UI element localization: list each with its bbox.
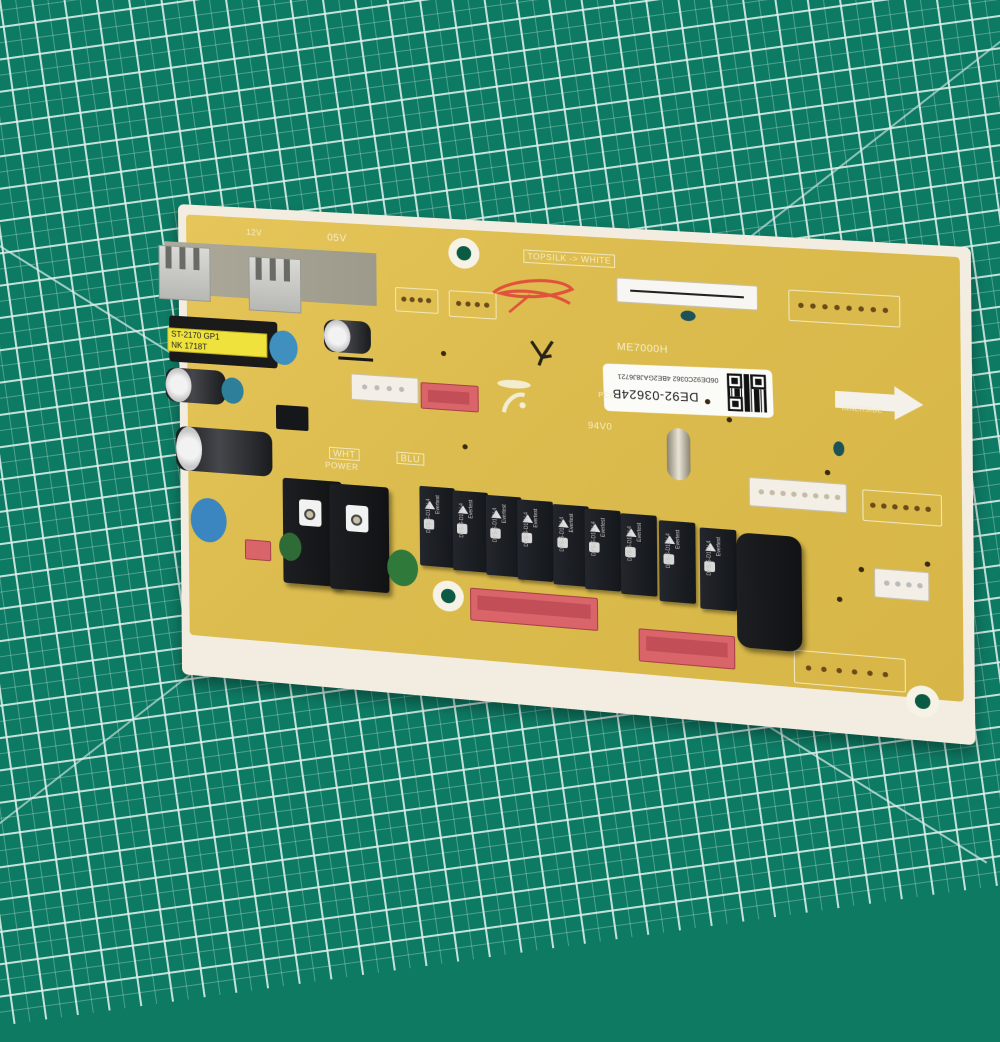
serial-number: 06DE92C0362 4BE2GAJ8J6721 <box>617 372 719 384</box>
connector-footprint-6pin <box>793 649 906 693</box>
connector-footprint <box>395 286 439 314</box>
connector-red <box>420 382 479 413</box>
mounting-hole <box>448 237 480 270</box>
qr-code-icon <box>726 373 768 413</box>
silk-05v: 05V <box>327 232 347 245</box>
silk-blu: BLU <box>396 451 425 466</box>
connector-red-5pin <box>638 628 736 670</box>
electrolytic-capacitor-large <box>175 425 273 477</box>
large-relay <box>736 532 803 653</box>
ceramic-capacitor <box>221 376 244 405</box>
connector-red-small <box>244 539 272 562</box>
circuit-board: 12V 05V TOPSILK -> WHITE ME7000H ST-2170… <box>158 204 976 746</box>
ic-chip <box>275 404 309 432</box>
part-number: DE92-03624B <box>611 386 699 405</box>
jumper-wire <box>338 356 374 362</box>
silk-rating: 94V0 <box>587 420 613 433</box>
electrolytic-capacitor <box>323 319 372 355</box>
connector-footprint-6pin <box>862 489 943 527</box>
power-relay <box>329 483 390 594</box>
silk-pcb: PCB <box>598 391 616 401</box>
direction-arrow-icon <box>834 382 924 422</box>
varistor <box>387 548 419 588</box>
ribbon-connector <box>616 277 759 311</box>
pcb-surface: 12V 05V TOPSILK -> WHITE ME7000H ST-2170… <box>158 214 964 719</box>
connector-footprint-8pin <box>788 289 901 328</box>
brand-logo-icon <box>493 378 535 419</box>
marker-scribble <box>488 272 583 319</box>
silk-model: ME7000H <box>616 341 669 357</box>
connector-4pin-white <box>350 373 419 405</box>
electrolytic-capacitor <box>165 367 226 406</box>
ink-spot <box>680 310 696 322</box>
silk-power: POWER <box>325 460 359 473</box>
heatsink <box>158 244 211 302</box>
mounting-hole <box>432 579 464 613</box>
ink-spot <box>833 441 845 457</box>
silk-12v: 12V <box>246 227 263 238</box>
silk-wht: WHT <box>328 446 360 462</box>
connector-8pin-white <box>748 476 848 514</box>
mounting-hole <box>905 684 940 719</box>
connector-red-8pin <box>469 587 599 632</box>
crystal-oscillator <box>666 427 691 482</box>
y-capacitor <box>190 496 227 544</box>
silk-topsilk: TOPSILK -> WHITE <box>523 249 616 269</box>
heatsink <box>248 256 302 314</box>
marker-mark <box>526 336 558 369</box>
part-number-label: 06DE92C0362 4BE2GAJ8J6721 DE92-03624B <box>602 363 774 419</box>
connector-4pin-white <box>873 567 930 602</box>
